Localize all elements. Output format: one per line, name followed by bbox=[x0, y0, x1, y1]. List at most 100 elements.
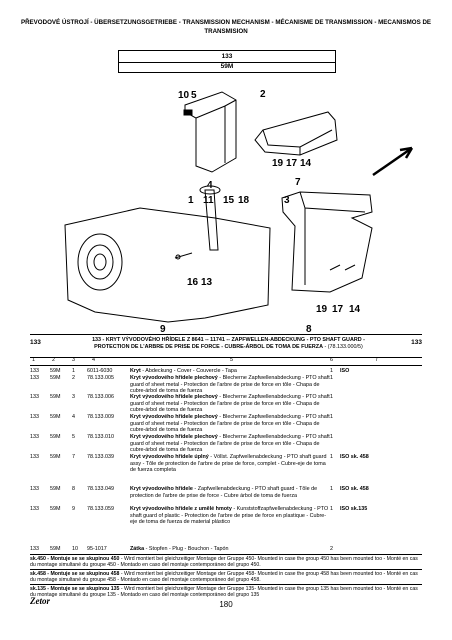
callout-11: 11 bbox=[203, 195, 214, 206]
note-item: sk.458 - Montuje se se skupinou 458 - Wi… bbox=[30, 569, 422, 584]
callout-18: 18 bbox=[238, 195, 250, 206]
description-text: - Stopfen - Plug - Bouchon - Tapón bbox=[144, 546, 229, 552]
cell-part-number: 78.133.006 bbox=[87, 394, 114, 400]
header-line-1: PŘEVODOVÉ ÚSTROJÍ - ÜBERSETZUNGSGETRIEBE… bbox=[20, 19, 432, 26]
cell-part-number: 78.133.009 bbox=[87, 414, 114, 420]
description-text: - Blecherne Zapfwellenabdeckung - PTO sh… bbox=[130, 375, 330, 395]
cell-quantity: 1 bbox=[330, 454, 333, 460]
col-header-1: 1 bbox=[32, 357, 35, 363]
note-text: - Wird montiert bei gleichzeitiger Monta… bbox=[30, 571, 418, 584]
header-line-2: TRANSMISION bbox=[204, 28, 248, 35]
cell-description: Kryt vývodového hřídele úplný - Völlst. … bbox=[130, 454, 330, 474]
description-text: - Blecherne Zapfwellenabdeckung - PTO sh… bbox=[130, 394, 330, 414]
note-item: sk.450 - Montuje se se skupinou 450 - Wi… bbox=[30, 554, 422, 569]
cell-group: 133 bbox=[30, 454, 39, 460]
cell-quantity: 1 bbox=[330, 414, 333, 420]
section-title-line2: PROTECTION DE L'ARBRE DE PRISE DE FORCE … bbox=[94, 344, 323, 350]
cell-position: 5 bbox=[72, 434, 75, 440]
section-ref: - (78.133.000/5) bbox=[322, 344, 363, 350]
callout-7: 7 bbox=[295, 177, 301, 188]
callout-4: 4 bbox=[207, 180, 213, 191]
cell-part-number: 95-1017 bbox=[87, 546, 107, 552]
description-bold: Kryt vývodového hřídele z umělé hmoty bbox=[130, 506, 232, 512]
description-bold: Zátka bbox=[130, 546, 145, 552]
zetor-logo: Zetor bbox=[30, 596, 50, 606]
cell-part-number: 78.133.059 bbox=[87, 506, 114, 512]
cell-quantity: 1 bbox=[330, 368, 333, 374]
col-header-2: 2 bbox=[52, 357, 55, 363]
callout-16: 16 bbox=[187, 277, 199, 288]
cell-description: Kryt vývodového hřídele - Zapfwellenabde… bbox=[130, 486, 330, 499]
col-header-5: 5 bbox=[230, 357, 233, 363]
description-text: - Kunststoffzapfwellenabdeckung - PTO sh… bbox=[130, 506, 329, 526]
direction-arrow bbox=[372, 146, 414, 177]
callout-14b: 14 bbox=[349, 304, 361, 315]
col-header-3: 3 bbox=[72, 357, 75, 363]
note-text: - Wird montiert bei gleichzeitiger Monta… bbox=[30, 586, 418, 599]
cell-description: Kryt vývodového hřídele plechový - Blech… bbox=[130, 414, 330, 434]
note-title: sk.450 - Montuje se se skupinou 450 bbox=[30, 556, 120, 562]
section-title: 133 - KRYT VÝVODOVÉHO HŘÍDELE Z 8641 -- … bbox=[75, 337, 382, 351]
cell-group: 133 bbox=[30, 394, 39, 400]
description-bold: Kryt bbox=[130, 368, 141, 374]
cell-model: 59M bbox=[50, 414, 61, 420]
cell-quantity: 1 bbox=[330, 434, 333, 440]
page-number: 180 bbox=[219, 600, 233, 609]
cell-position: 9 bbox=[72, 506, 75, 512]
cell-description: Kryt vývodového hřídele plechový - Blech… bbox=[130, 394, 330, 414]
cell-group: 133 bbox=[30, 434, 39, 440]
cell-quantity: 1 bbox=[330, 394, 333, 400]
cell-model: 59M bbox=[50, 434, 61, 440]
description-bold: Kryt vývodového hřídele plechový bbox=[130, 414, 218, 420]
cell-model: 59M bbox=[50, 506, 61, 512]
cell-description: Kryt vývodového hřídele z umělé hmoty - … bbox=[130, 506, 330, 526]
cell-group: 133 bbox=[30, 486, 39, 492]
cell-group: 133 bbox=[30, 546, 39, 552]
callout-5: 5 bbox=[191, 90, 197, 101]
pto-shaft-guard-large bbox=[64, 207, 271, 323]
cell-position: 2 bbox=[72, 375, 75, 381]
cell-model: 59M bbox=[50, 368, 61, 374]
pto-shaft-guard-plastic bbox=[281, 191, 373, 293]
description-text: - Abdeckung - Cover - Couvercle - Tapa bbox=[140, 368, 237, 374]
cell-quantity: 2 bbox=[330, 546, 333, 552]
cell-model: 59M bbox=[50, 454, 61, 460]
cell-group: 133 bbox=[30, 414, 39, 420]
cell-note: ISO bbox=[340, 368, 350, 374]
col-header-4: 4 bbox=[92, 357, 95, 363]
page-header: PŘEVODOVÉ ÚSTROJÍ - ÜBERSETZUNGSGETRIEBE… bbox=[0, 18, 452, 36]
callout-19a: 19 bbox=[272, 158, 284, 169]
description-bold: Kryt vývodového hřídele plechový bbox=[130, 434, 218, 440]
cell-position: 1 bbox=[72, 368, 75, 374]
callout-15: 15 bbox=[223, 195, 235, 206]
cell-position: 8 bbox=[72, 486, 75, 492]
cell-model: 59M bbox=[50, 394, 61, 400]
description-bold: Kryt vývodového hřídele bbox=[130, 486, 193, 492]
cell-position: 4 bbox=[72, 414, 75, 420]
description-text: - Blecherne Zapfwellenabdeckung - PTO sh… bbox=[130, 434, 330, 454]
cell-group: 133 bbox=[30, 506, 39, 512]
note-title: sk.458 - Montuje se se skupinou 458 bbox=[30, 571, 120, 577]
callout-14a: 14 bbox=[300, 158, 312, 169]
callout-1: 1 bbox=[188, 195, 194, 206]
cell-description: Kryt vývodového hřídele plechový - Blech… bbox=[130, 434, 330, 454]
section-header: 133 133 - KRYT VÝVODOVÉHO HŘÍDELE Z 8641… bbox=[30, 334, 422, 358]
section-title-line1: 133 - KRYT VÝVODOVÉHO HŘÍDELE Z 8641 -- … bbox=[92, 337, 365, 343]
description-bold: Kryt vývodového hřídele úplný bbox=[130, 454, 209, 460]
cell-position: 7 bbox=[72, 454, 75, 460]
description-text: - Zapfwellenabdeckung - PTO shaft guard … bbox=[130, 486, 318, 499]
note-text: - Wird montiert bei gleichzeitiger Monta… bbox=[30, 556, 418, 569]
description-text: - Blecherne Zapfwellenabdeckung - PTO sh… bbox=[130, 414, 330, 434]
exploded-parts-diagram: 10 5 2 19 17 14 4 7 1 11 15 18 3 16 13 1… bbox=[64, 89, 414, 335]
note-title: sk.135 - Montuje se se skupinou 135 bbox=[30, 586, 120, 592]
callout-8: 8 bbox=[306, 324, 312, 335]
callout-3: 3 bbox=[284, 195, 290, 206]
col-header-7: 7 bbox=[375, 357, 378, 363]
column-headers: 1 2 3 4 5 6 7 bbox=[30, 356, 422, 366]
cover-plate bbox=[254, 111, 338, 156]
callout-10: 10 bbox=[178, 90, 190, 101]
callout-2: 2 bbox=[260, 89, 266, 100]
cell-group: 133 bbox=[30, 368, 39, 374]
group-code: 133 bbox=[118, 50, 336, 63]
section-number-left: 133 bbox=[30, 339, 41, 346]
